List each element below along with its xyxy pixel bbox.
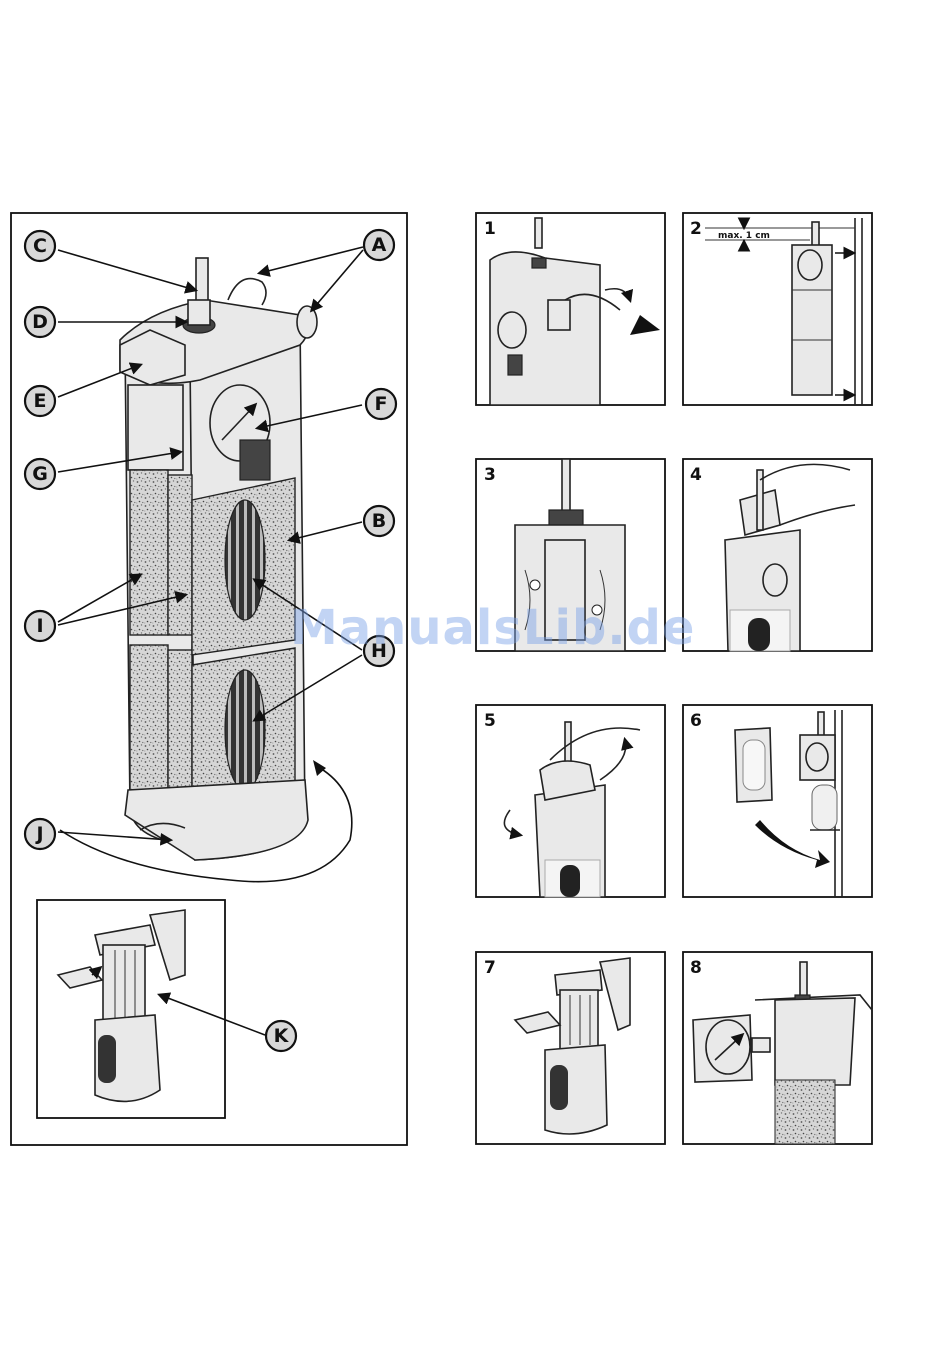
label-B: B — [364, 506, 394, 536]
step-panel-6: 6 — [683, 705, 872, 897]
label-C: C — [25, 231, 55, 261]
main-filter-diagram: A B C D E F G H I J K — [11, 213, 407, 1145]
svg-text:I: I — [36, 615, 43, 637]
svg-text:3: 3 — [484, 465, 496, 485]
svg-text:J: J — [34, 823, 43, 845]
step-panel-7: 7 — [476, 952, 665, 1144]
svg-text:K: K — [274, 1025, 290, 1047]
step-panel-8: 8 — [683, 952, 872, 1144]
step-panel-4: 4 — [683, 459, 872, 651]
label-D: D — [25, 307, 55, 337]
svg-text:A: A — [372, 234, 387, 256]
svg-text:5: 5 — [484, 711, 496, 731]
label-G: G — [25, 459, 55, 489]
watermark-text: ManualsLib.de — [290, 600, 670, 656]
svg-text:1: 1 — [484, 219, 496, 239]
label-K: K — [266, 1021, 296, 1051]
svg-text:8: 8 — [690, 958, 702, 978]
svg-text:E: E — [34, 390, 47, 412]
label-I: I — [25, 611, 55, 641]
svg-text:7: 7 — [484, 958, 496, 978]
svg-text:2: 2 — [690, 219, 702, 239]
svg-text:4: 4 — [690, 465, 702, 485]
svg-text:6: 6 — [690, 711, 702, 731]
step-panel-1: 1 — [476, 213, 665, 405]
label-F: F — [366, 389, 396, 419]
svg-text:D: D — [32, 311, 48, 333]
step-panel-2: 2 max. 1 cm — [683, 213, 872, 405]
step-panel-5: 5 — [476, 705, 665, 897]
label-E: E — [25, 386, 55, 416]
svg-text:B: B — [372, 510, 386, 532]
svg-text:G: G — [32, 463, 48, 485]
label-J: J — [25, 819, 55, 849]
svg-text:C: C — [33, 235, 47, 257]
dimension-label: max. 1 cm — [718, 231, 770, 241]
label-A: A — [364, 230, 394, 260]
svg-text:F: F — [375, 393, 388, 415]
